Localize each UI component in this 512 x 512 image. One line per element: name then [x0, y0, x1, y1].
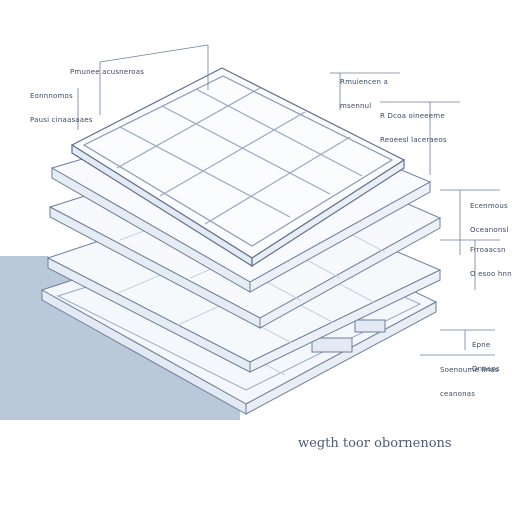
callout-top-left-b: Eonnnomos Pausi cinaasaaes [30, 76, 93, 140]
callout-top-right-b: R Dcoa oineeeme Reoeesl laceraeos [380, 96, 447, 160]
callout-text: Eonnnomos [30, 92, 73, 100]
callout-text: Soenoume linas [440, 366, 499, 374]
callout-text: Oceanonsl [470, 226, 509, 234]
callout-right-d: Soenoume linas ceanonas [440, 350, 499, 414]
top-panel [70, 67, 406, 268]
callout-text: Rmuiencen a [340, 78, 389, 86]
callout-right-b: Frroaacsn O esoo hnnoas [470, 230, 512, 294]
callout-text: Frroaacsn [470, 246, 506, 254]
callout-text: Ecenmous [470, 202, 508, 210]
callout-text: R Dcoa oineeeme [380, 112, 445, 120]
callout-top-left-a: Pmunee acusneroas [70, 52, 144, 108]
callout-text: Dnnans [472, 365, 500, 373]
callout-text: O esoo hnnoas [470, 270, 512, 278]
callout-top-right-a: Rmuiencen a msennul [340, 62, 388, 126]
leader-lines [77, 44, 500, 356]
callout-text: Pmunee acusneroas [70, 68, 145, 76]
callout-right-a: Ecenmous Oceanonsl [470, 186, 509, 250]
callout-text: msennul [340, 102, 372, 110]
callout-text: Epne [472, 341, 491, 349]
callout-text: Reoeesl laceraeos [380, 136, 447, 144]
callout-text: ceanonas [440, 390, 476, 398]
callout-text: Pausi cinaasaaes [30, 116, 93, 124]
callout-right-c: Epne Dnnans [472, 325, 500, 389]
diagram-caption: wegth toor obornenons [298, 436, 452, 451]
